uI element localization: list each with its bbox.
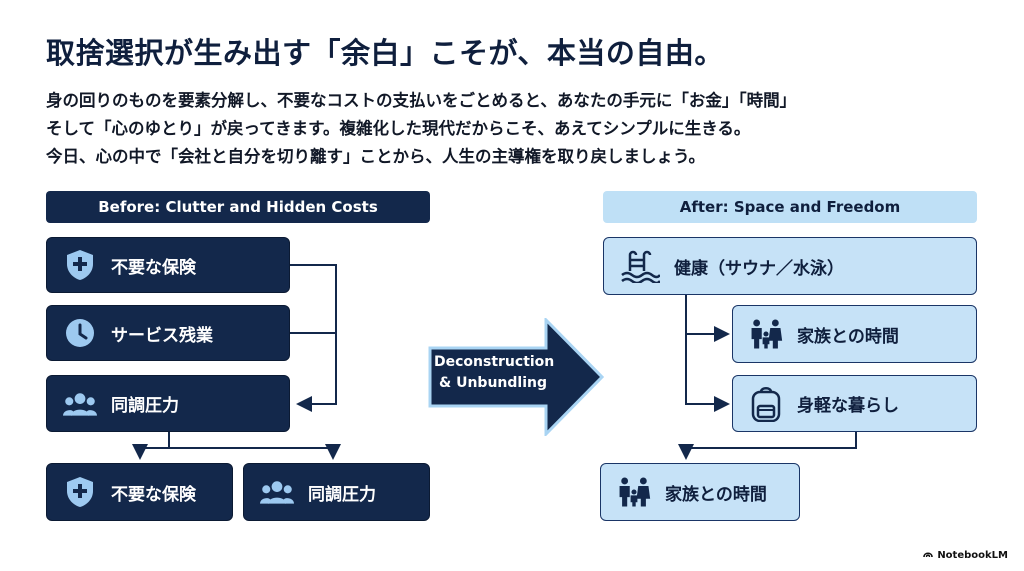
shield-plus-icon xyxy=(63,248,97,282)
item-label: 不要な保険 xyxy=(111,484,196,505)
item-label: 不要な保険 xyxy=(111,257,196,278)
after-bottom-family-time: 家族との時間 xyxy=(600,463,800,521)
item-label: 同調圧力 xyxy=(308,484,376,505)
brand-label: NotebookLM xyxy=(937,550,1008,561)
notebooklm-logo-icon xyxy=(923,550,934,561)
before-item-peer-pressure: 同調圧力 xyxy=(46,375,290,432)
before-bottom-peer-pressure: 同調圧力 xyxy=(243,463,430,521)
intro-line: そして「心のゆとり」が戻ってきます。複雑化した現代だからこそ、あえてシンプルに生… xyxy=(46,119,751,138)
item-label: 家族との時間 xyxy=(797,326,899,347)
family-icon xyxy=(617,475,651,509)
intro-line: 今日、心の中で「会社と自分を切り離す」ことから、人生の主導権を取り戻しましょう。 xyxy=(46,147,706,166)
pool-ladder-icon xyxy=(620,249,660,283)
after-header-label: After: Space and Freedom xyxy=(679,198,901,216)
before-header-label: Before: Clutter and Hidden Costs xyxy=(98,198,378,216)
brand-watermark: NotebookLM xyxy=(923,550,1008,561)
item-label: 身軽な暮らし xyxy=(797,396,899,416)
intro-line: 身の回りのものを要素分解し、不要なコストの支払いをごとめると、あなたの手元に「お… xyxy=(46,91,797,110)
people-group-icon xyxy=(260,475,294,509)
backpack-icon xyxy=(749,386,783,422)
item-label: サービス残業 xyxy=(111,325,213,346)
item-label: 家族との時間 xyxy=(665,484,767,505)
people-group-icon xyxy=(63,387,97,421)
before-header: Before: Clutter and Hidden Costs xyxy=(46,191,430,223)
page-title: 取捨選択が生み出す「余白」こそが、本当の自由。 xyxy=(46,36,724,70)
after-item-health: 健康（サウナ／水泳） xyxy=(603,237,977,295)
family-icon xyxy=(749,317,783,351)
item-label: 健康（サウナ／水泳） xyxy=(674,258,844,279)
before-bottom-insurance: 不要な保険 xyxy=(46,463,233,521)
after-item-light-living: 身軽な暮らし xyxy=(732,375,977,432)
intro-text: 身の回りのものを要素分解し、不要なコストの支払いをごとめると、あなたの手元に「お… xyxy=(46,87,796,171)
arrow-label: Deconstruction & Unbundling xyxy=(434,352,555,394)
arrow-label-line: Deconstruction xyxy=(434,354,555,370)
deconstruction-arrow xyxy=(428,316,605,440)
before-item-insurance: 不要な保険 xyxy=(46,237,290,293)
arrow-label-line: & Unbundling xyxy=(439,375,547,391)
after-header: After: Space and Freedom xyxy=(603,191,977,223)
after-item-family-time: 家族との時間 xyxy=(732,305,977,363)
shield-plus-icon xyxy=(63,475,97,509)
before-item-overtime: サービス残業 xyxy=(46,305,290,361)
item-label: 同調圧力 xyxy=(111,396,179,416)
clock-icon xyxy=(63,316,97,350)
